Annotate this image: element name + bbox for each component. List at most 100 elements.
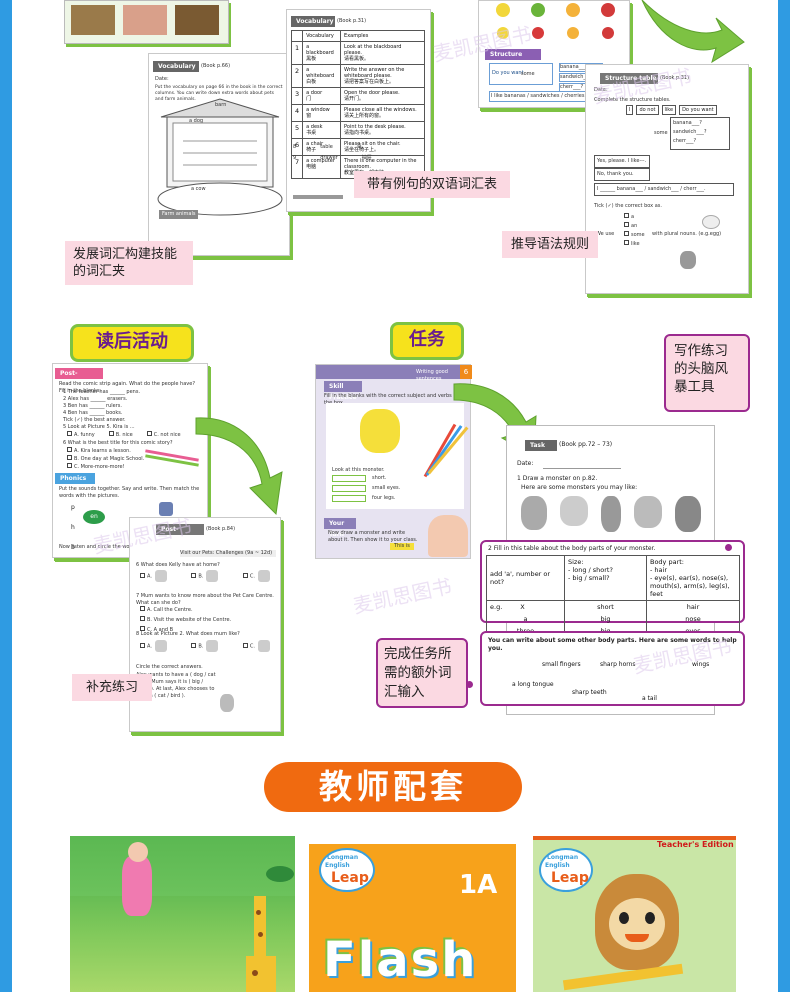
phonics-heading: Phonics [55, 473, 95, 484]
extra-vocab: drawer [320, 155, 338, 161]
row-example: Please close all the windows. 请关上所有的窗。 [340, 104, 425, 122]
task-more: You can write about some other body part… [488, 637, 737, 652]
extra-zh: 抽屉 [361, 155, 372, 161]
mascot-icon [680, 251, 696, 269]
structure-yes: Yes, please. I like––. [594, 155, 650, 168]
cover-top-strip [533, 836, 736, 840]
row-example: Write the answer on the whiteboard pleas… [340, 64, 425, 88]
option-text: B. Visit the website of the Centre. [147, 617, 232, 623]
cover-3-teachers-edition: Teacher's Edition Longman English Leap [533, 836, 736, 992]
fill-row: short. [332, 475, 400, 482]
structure-date: Date: [594, 87, 608, 93]
structure-no: No, thank you. [594, 168, 650, 181]
supp-book-ref: (Book p.84) [206, 526, 236, 532]
writing-tools-label: 写作练习的头脑风暴工具 [664, 334, 750, 412]
cow-field: a cow [191, 186, 206, 192]
option-row: some [624, 231, 645, 239]
row-vocab: a chair 椅子 [302, 138, 342, 156]
structure-col: I [626, 105, 634, 115]
skill-look: Look at this monster. [332, 467, 385, 473]
leap-logo: Longman English Leap [539, 848, 593, 892]
post-lines: 1 The teacher has ______ pens.2 Alex has… [63, 389, 183, 417]
row-vocab: a whiteboard 白板 [302, 64, 342, 88]
option-row: an [624, 222, 645, 230]
supp-heading: Post-reading [156, 524, 204, 544]
structure-item: cherr___? [673, 138, 697, 144]
skill-practice-page: Writing good sentences 6 Skill Practice … [315, 364, 472, 559]
pointer-dot [466, 681, 473, 688]
bilingual-book-ref: (Book p.31) [337, 18, 367, 24]
col-vocab: Vocabulary [302, 30, 342, 42]
checkbox [146, 431, 152, 436]
logo-english: English [545, 862, 570, 869]
supp-q7-opts: A. Call the Centre.B. Visit the website … [140, 606, 231, 636]
task-table-box: 2 Fill in this table about the body part… [480, 540, 745, 637]
logo-longman: Longman [327, 854, 359, 861]
option-item: A. Kira learns a lesson. [67, 447, 144, 455]
option-text: A. [147, 573, 152, 580]
task-table: add 'a', number or not? Size:- long / sh… [486, 555, 740, 637]
en-bubble: en [83, 510, 105, 524]
skill-fields: short.small eyes.four legs. [332, 475, 400, 505]
cover-title-flash: Flash [323, 932, 478, 988]
pig-photo [123, 5, 167, 35]
cover-level: 1A [459, 870, 498, 900]
word-label: a tail [642, 695, 657, 702]
structure-table-page: Structure table (Book p.31) Date: Comple… [585, 64, 749, 294]
checkbox [624, 213, 629, 218]
fruit-row-2 [485, 27, 625, 39]
option-item: C. A and B [140, 626, 231, 634]
fill-box [332, 475, 366, 482]
fill-text: four legs. [372, 495, 396, 501]
structure-plural: with plural nouns. (e.g.egg) [652, 231, 722, 237]
supplementary-page: Post-reading (Book p.84) Visit our Pets:… [129, 517, 281, 732]
option-text: an [631, 223, 638, 229]
checkbox [242, 642, 248, 648]
barn-label: barn [215, 102, 227, 108]
fill-text: short. [372, 475, 387, 481]
pointer-dot [725, 544, 732, 551]
logo-leap: Leap [551, 870, 589, 886]
col-size: Size: [568, 558, 584, 566]
post-line: 3 Ben has ______ rulers. [63, 403, 122, 409]
skill-top: Writing good sentences [416, 369, 448, 382]
option-text: B. nice [115, 432, 133, 438]
structure-heading: Structure table [600, 73, 658, 84]
monster-row [521, 496, 701, 532]
checkbox [67, 447, 72, 452]
post-line: 4 Ben has ______ books. [63, 410, 123, 416]
option-row: a [624, 213, 645, 221]
your-turn-text: Now draw a monster and write about it. T… [328, 530, 418, 543]
bilingual-heading: Vocabulary [291, 16, 335, 27]
extra-zh: 桌 [356, 144, 362, 150]
pic-icon [159, 502, 173, 516]
cell-c: nose [646, 613, 740, 625]
egg-icon [702, 215, 720, 229]
checkbox [140, 572, 145, 578]
option-item: C. More-more-more! [67, 463, 144, 471]
extra-number: 9 [293, 155, 297, 161]
arrow-icon [195, 417, 283, 516]
some-cell: some [521, 71, 535, 77]
logo-longman: Longman [547, 854, 579, 861]
row-number: 5 [290, 121, 304, 139]
word-label: sharp teeth [572, 689, 607, 696]
cow-photo [71, 5, 115, 35]
checkbox [67, 431, 72, 436]
date-line [543, 468, 621, 469]
fill-row: four legs. [332, 495, 400, 502]
this-is-tag: This is [390, 543, 414, 550]
row-vocab: a door 门 [302, 87, 342, 105]
post-reading-heading: Post-reading [55, 368, 103, 388]
sky-band [70, 836, 295, 896]
cell-a-text: X [520, 603, 525, 611]
row-number: 3 [290, 87, 304, 105]
palm-leaf [266, 866, 294, 882]
pet-icon [220, 694, 234, 712]
grammar-label: 推导语法规则 [502, 231, 598, 258]
col-example: Examples [340, 30, 425, 42]
